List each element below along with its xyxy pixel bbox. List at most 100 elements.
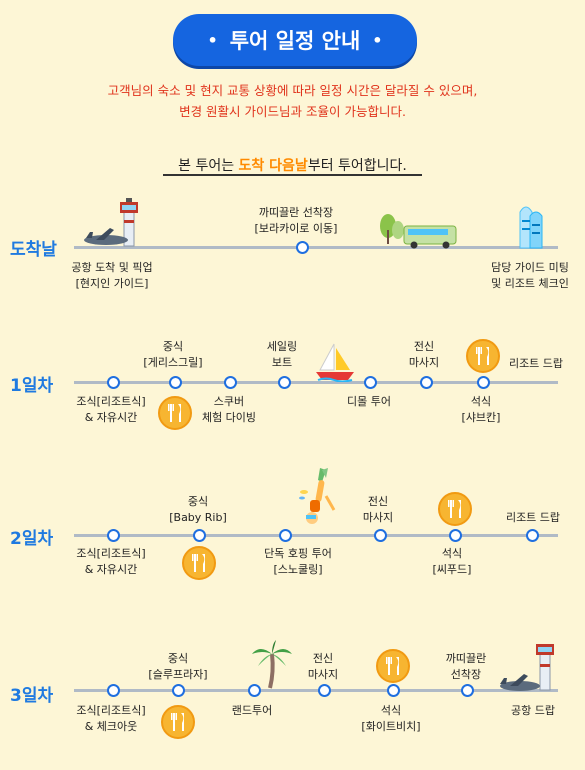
timeline-line-day1 bbox=[74, 381, 558, 384]
stop-label: 전신 마사지 bbox=[308, 651, 338, 683]
stop-label-line: 마사지 bbox=[362, 511, 394, 524]
stop-label: 까띠끌란 선착장 [보라카이로 이동] bbox=[255, 205, 338, 237]
page-title: • 투어 일정 안내 • bbox=[173, 14, 417, 66]
day-label-day3: 3일차 bbox=[10, 686, 54, 706]
stop-label-line: 중식 bbox=[162, 340, 184, 353]
timeline-node bbox=[107, 376, 120, 389]
stop-label-line: 전신 bbox=[367, 495, 389, 508]
stop-label-line: 조식[리조트식] bbox=[76, 395, 146, 408]
timeline-node bbox=[449, 529, 462, 542]
stop-label-line: 조식[리조트식] bbox=[76, 547, 146, 560]
stop-label-line: 중식 bbox=[187, 495, 209, 508]
stop-label-line: 공항 드랍 bbox=[511, 704, 555, 717]
timeline-node bbox=[296, 241, 309, 254]
stop-label: 랜드투어 bbox=[232, 703, 272, 719]
stop-label-line: 스쿠버 bbox=[213, 395, 245, 408]
stop-label: 중식 [슬루프라자] bbox=[148, 651, 207, 683]
stop-label-line: & 자유시간 bbox=[84, 411, 138, 424]
stop-label: 석식 [샤브칸] bbox=[462, 394, 501, 426]
timeline-node bbox=[172, 684, 185, 697]
palm-tree-icon bbox=[250, 640, 294, 694]
day-label-day2: 2일차 bbox=[10, 529, 54, 549]
stop-label-line: 체험 다이빙 bbox=[201, 411, 257, 424]
stop-label: 조식[리조트식] & 자유시간 bbox=[76, 394, 145, 426]
stop-label-line: 공항 도착 및 픽업 bbox=[71, 261, 153, 274]
stop-label: 세일링 보트 bbox=[267, 339, 297, 371]
stop-label: 까띠끌란 선착장 bbox=[446, 651, 486, 683]
stop-label: 조식[리조트식] & 체크아웃 bbox=[76, 703, 145, 735]
stop-label-line: 석식 bbox=[470, 395, 492, 408]
sailboat-icon bbox=[314, 342, 356, 386]
stop-label: 조식[리조트식] & 자유시간 bbox=[76, 546, 145, 578]
title-bullet-right: • bbox=[372, 30, 383, 50]
stop-label-line: 전신 bbox=[312, 652, 334, 665]
stop-label: 공항 드랍 bbox=[511, 703, 555, 719]
stop-label-line: 세일링 bbox=[266, 340, 298, 353]
stop-label-line: 보트 bbox=[271, 356, 293, 369]
timeline-line-day2 bbox=[74, 534, 558, 537]
airport-icon bbox=[80, 196, 160, 256]
meal-icon bbox=[376, 649, 410, 683]
subtitle-pre: 본 투어는 bbox=[178, 158, 239, 174]
snorkeler-icon bbox=[296, 466, 340, 534]
stop-label: 석식 [화이트비치] bbox=[361, 703, 420, 735]
stop-label-line: 전신 bbox=[413, 340, 435, 353]
stop-label-line: 단독 호핑 투어 bbox=[264, 547, 332, 560]
stop-label-line: [슬루프라자] bbox=[148, 668, 208, 681]
stop-label-line: 담당 가이드 미팅 bbox=[491, 261, 569, 274]
stop-label: 리조트 드랍 bbox=[506, 510, 560, 526]
stop-label: 석식 [씨푸드] bbox=[433, 546, 472, 578]
timeline-node bbox=[420, 376, 433, 389]
airport-icon bbox=[498, 640, 568, 698]
timeline-node bbox=[248, 684, 261, 697]
subtitle: 본 투어는 도착 다음날부터 투어합니다. bbox=[0, 155, 585, 175]
stop-label-line: 석식 bbox=[441, 547, 463, 560]
stop-label-line: & 자유시간 bbox=[84, 563, 138, 576]
subtitle-post: 부터 투어합니다. bbox=[307, 158, 407, 174]
day-label-day1: 1일차 bbox=[10, 376, 54, 396]
stop-label-line: & 체크아웃 bbox=[84, 720, 138, 733]
stop-label: 전신 마사지 bbox=[409, 339, 439, 371]
stop-label: 리조트 드랍 bbox=[509, 356, 563, 372]
stop-label-line: 까띠끌란 선착장 bbox=[258, 206, 334, 219]
stop-label-line: 석식 bbox=[380, 704, 402, 717]
timeline-node bbox=[387, 684, 400, 697]
stop-label-line: 리조트 드랍 bbox=[508, 357, 564, 370]
stop-label: 담당 가이드 미팅 및 리조트 체크인 bbox=[491, 260, 569, 292]
stop-label: 중식 [Baby Rib] bbox=[169, 494, 227, 526]
stop-label: 스쿠버 체험 다이빙 bbox=[202, 394, 256, 426]
bus-icon bbox=[378, 212, 460, 254]
meal-icon bbox=[466, 339, 500, 373]
timeline-node bbox=[374, 529, 387, 542]
timeline-line-arrival bbox=[74, 246, 558, 249]
timeline-node bbox=[526, 529, 539, 542]
timeline-node bbox=[279, 529, 292, 542]
hotel-icon bbox=[512, 200, 548, 254]
timeline-node bbox=[169, 376, 182, 389]
meal-icon bbox=[438, 492, 472, 526]
stop-label-line: 리조트 드랍 bbox=[505, 511, 561, 524]
stop-label-line: [씨푸드] bbox=[432, 563, 472, 576]
timeline-node bbox=[107, 684, 120, 697]
stop-label-line: 선착장 bbox=[450, 668, 482, 681]
stop-label-line: 중식 bbox=[167, 652, 189, 665]
stop-label-line: 마사지 bbox=[307, 668, 339, 681]
subtitle-underline bbox=[163, 174, 422, 176]
stop-label-line: 랜드투어 bbox=[231, 704, 273, 717]
stop-label: 공항 도착 및 픽업 [현지인 가이드] bbox=[71, 260, 152, 292]
stop-label: 디몰 투어 bbox=[347, 394, 391, 410]
stop-label-line: 조식[리조트식] bbox=[76, 704, 146, 717]
timeline-node bbox=[364, 376, 377, 389]
title-bullet-left: • bbox=[207, 30, 218, 50]
stop-label: 중식 [게리스그릴] bbox=[143, 339, 202, 371]
meal-icon bbox=[182, 546, 216, 580]
stop-label-line: 디몰 투어 bbox=[347, 395, 391, 408]
stop-label-line: [현지인 가이드] bbox=[75, 277, 149, 290]
stop-label-line: [보라카이로 이동] bbox=[254, 222, 338, 235]
stop-label-line: 마사지 bbox=[408, 356, 440, 369]
stop-label-line: 및 리조트 체크인 bbox=[491, 277, 569, 290]
timeline-node bbox=[193, 529, 206, 542]
stop-label-line: [화이트비치] bbox=[361, 720, 421, 733]
meal-icon bbox=[158, 396, 192, 430]
notice-line-2: 변경 원활시 가이드님과 조율이 가능합니다. bbox=[179, 104, 406, 119]
